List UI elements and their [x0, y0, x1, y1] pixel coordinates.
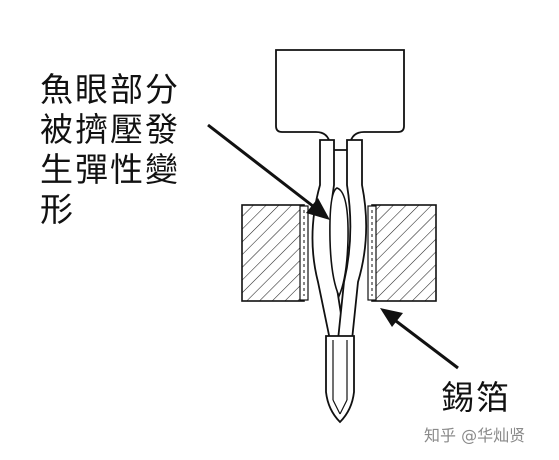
tin-foil-label: 錫箔 [441, 378, 511, 417]
arrow-to-eye [207, 123, 330, 220]
watermark: 知乎 @华灿贤 [424, 426, 526, 445]
arrow-to-foil [380, 308, 459, 370]
deformation-label-line-1: 魚眼部分 [40, 70, 180, 109]
pin-head [275, 49, 405, 151]
deformation-label-line-4: 形 [40, 190, 75, 229]
eye-slot [329, 187, 349, 298]
pcb-block-right [371, 204, 437, 302]
deformation-label: 魚眼部分 被擠壓發 生彈性變 形 [40, 70, 220, 230]
deformation-label-line-2: 被擠壓發 [40, 110, 180, 149]
deformation-label-line-3: 生彈性變 [40, 150, 180, 189]
pin-tip [325, 335, 355, 424]
pcb-block-left [241, 204, 305, 302]
